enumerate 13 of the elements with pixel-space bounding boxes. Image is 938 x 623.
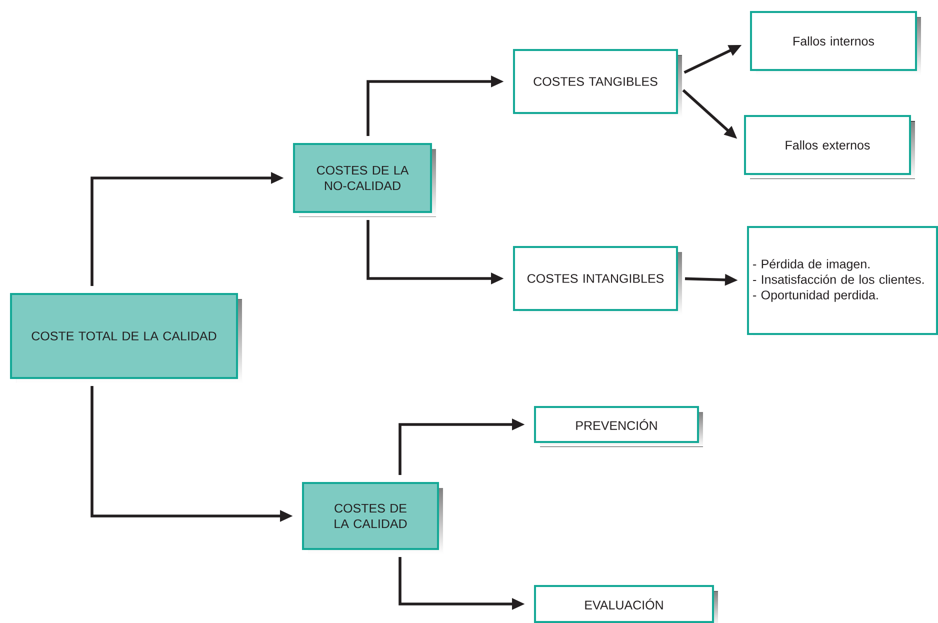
process-box: COSTES DE LA NO-CALIDAD xyxy=(293,143,436,217)
process-box: COSTES DE LA CALIDAD xyxy=(302,482,443,554)
process-box: PREVENCIÓN xyxy=(534,406,703,447)
process-box: EVALUACIÓN xyxy=(534,585,718,623)
process-box: COSTE TOTAL DE LA CALIDAD xyxy=(10,293,242,383)
process-box: Fallos internos xyxy=(750,11,921,75)
node-label: - Oportunidad perdida. xyxy=(753,290,878,302)
process-box: Fallos externos xyxy=(744,115,915,179)
node-label: - Pérdida de imagen. xyxy=(753,259,870,271)
list-box: - Pérdida de imagen. - Insatisfacción de los clientes. - Oportunidad perdida. xyxy=(747,226,938,339)
process-box: COSTES INTANGIBLES xyxy=(513,246,682,315)
node-label: - Insatisfacción de los clientes. xyxy=(753,274,924,284)
process-box: COSTES TANGIBLES xyxy=(513,49,682,118)
